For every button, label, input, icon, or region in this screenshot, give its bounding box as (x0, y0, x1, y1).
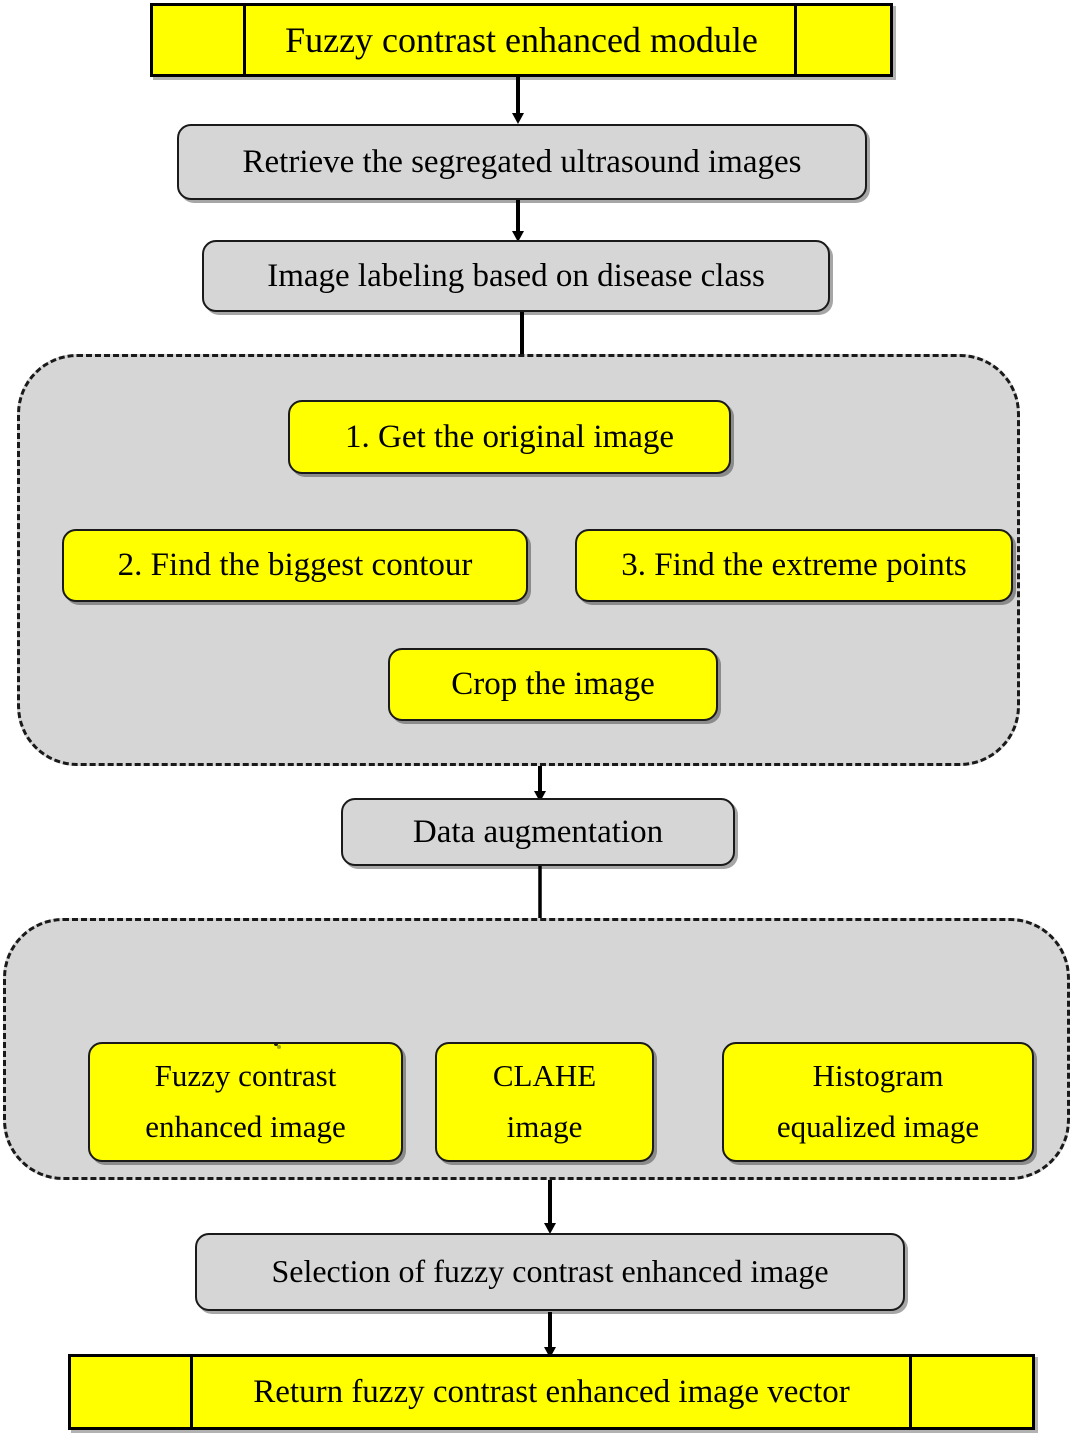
clahe-label-line2: image (506, 1109, 583, 1144)
node-clahe-image[interactable]: CLAHE image (435, 1042, 654, 1162)
histogram-label-line1: Histogram (812, 1058, 944, 1094)
module-header-label: Fuzzy contrast enhanced module (285, 19, 758, 60)
node-module-header[interactable]: Fuzzy contrast enhanced module (150, 3, 893, 77)
node-return-image-vector[interactable]: Return fuzzy contrast enhanced image vec… (68, 1354, 1035, 1430)
crop-label: Crop the image (451, 666, 655, 703)
node-step3-find-extreme-points[interactable]: 3. Find the extreme points (575, 529, 1013, 602)
header-right-divider (794, 6, 797, 74)
retrieve-label: Retrieve the segregated ultrasound image… (242, 143, 802, 180)
step3-label: 3. Find the extreme points (621, 547, 967, 584)
return-right-divider (909, 1357, 912, 1427)
labeling-label: Image labeling based on disease class (267, 257, 765, 294)
node-step1-get-original-image[interactable]: 1. Get the original image (288, 400, 731, 474)
clahe-label-line1: CLAHE (492, 1058, 597, 1094)
node-histogram-equalized-image[interactable]: Histogram equalized image (722, 1042, 1034, 1162)
selection-label: Selection of fuzzy contrast enhanced ima… (271, 1253, 829, 1290)
return-left-divider (190, 1357, 193, 1427)
header-left-divider (243, 6, 246, 74)
histogram-label-line2: equalized image (776, 1109, 980, 1144)
node-clahe-image-placeholder (274, 1042, 278, 1046)
node-data-augmentation[interactable]: Data augmentation (341, 798, 735, 866)
fuzzy-label-line2: enhanced image (145, 1109, 346, 1144)
node-image-labeling[interactable]: Image labeling based on disease class (202, 240, 830, 312)
node-crop-image[interactable]: Crop the image (388, 648, 718, 721)
return-label: Return fuzzy contrast enhanced image vec… (253, 1373, 850, 1410)
node-step2-find-biggest-contour[interactable]: 2. Find the biggest contour (62, 529, 528, 602)
fuzzy-label-line1: Fuzzy contrast (154, 1058, 337, 1094)
node-fuzzy-contrast-enhanced-image[interactable]: Fuzzy contrast enhanced image (88, 1042, 403, 1162)
node-selection-of-fuzzy-image[interactable]: Selection of fuzzy contrast enhanced ima… (195, 1233, 905, 1311)
step2-label: 2. Find the biggest contour (117, 547, 473, 584)
node-retrieve-images[interactable]: Retrieve the segregated ultrasound image… (177, 124, 867, 200)
step1-label: 1. Get the original image (345, 418, 674, 455)
augmentation-label: Data augmentation (412, 813, 664, 850)
